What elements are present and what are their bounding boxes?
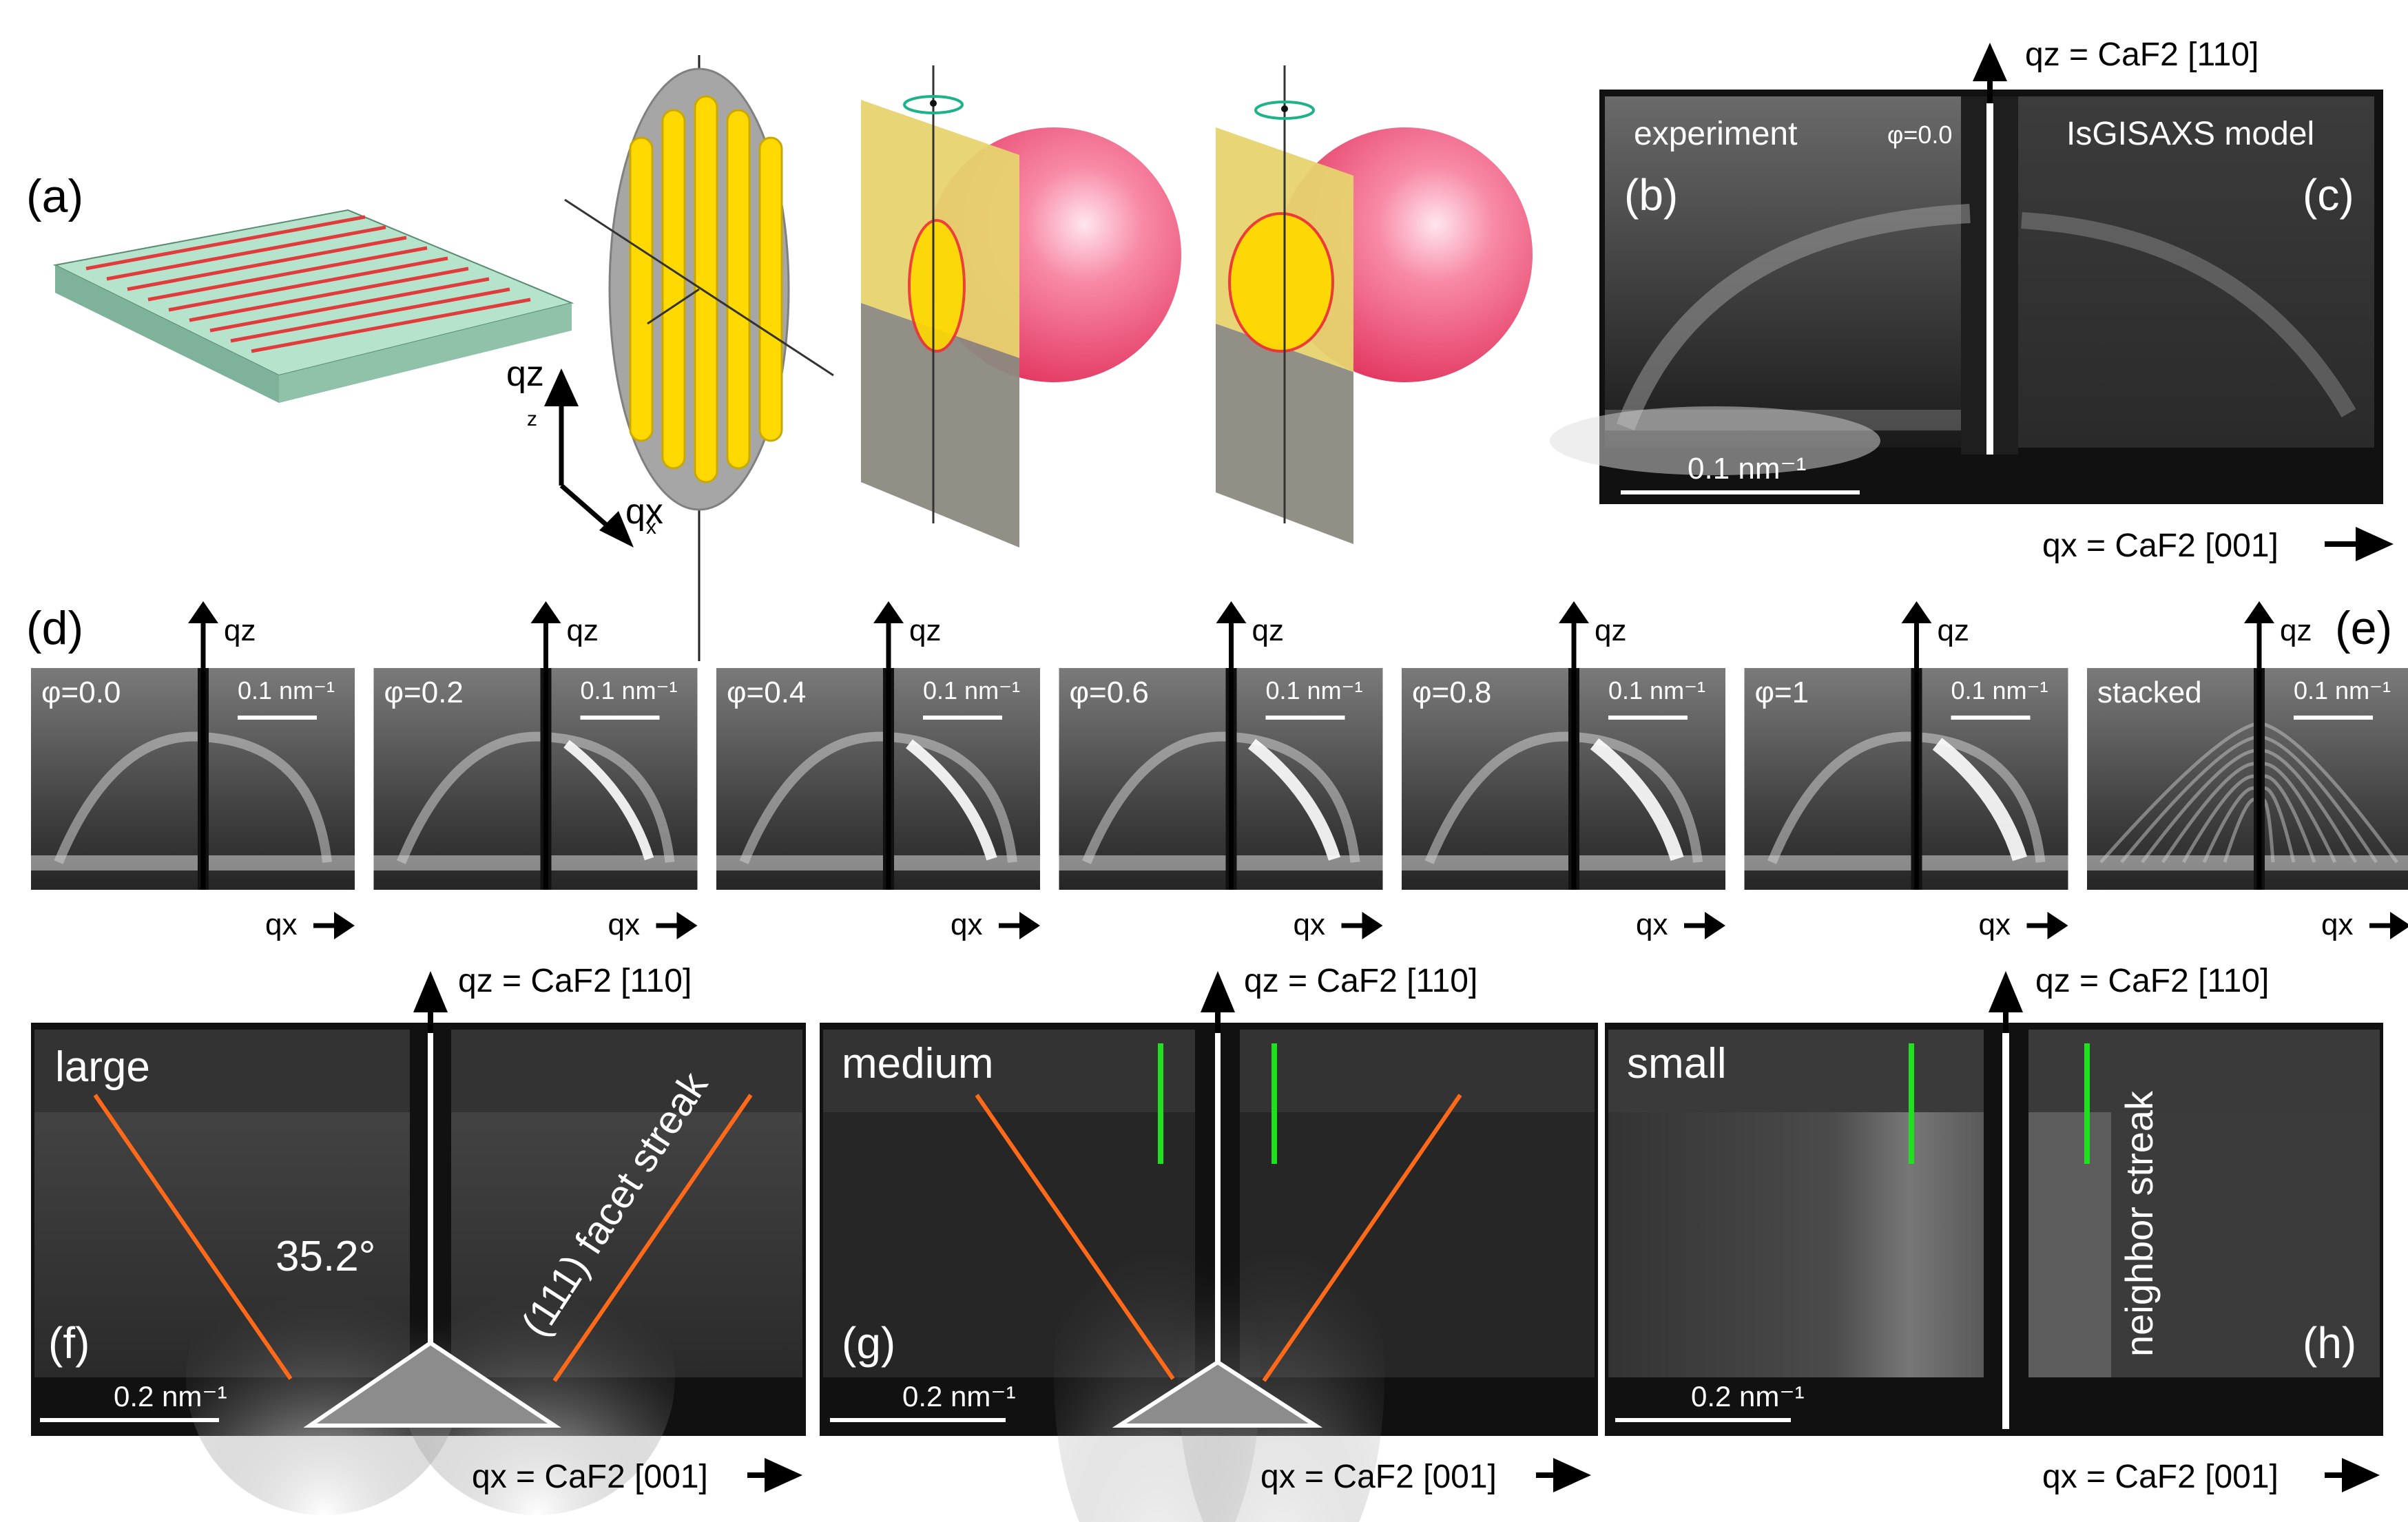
bc-qx-axis: qx = CaF2 [001]: [2042, 528, 2279, 564]
frame-qx-label: qx: [1979, 908, 2011, 941]
frame-qx-label: qx: [1294, 908, 1325, 941]
frame-scale: 0.1 nm⁻¹: [1266, 676, 1363, 705]
phi-frame: qz φ=0.8 0.1 nm⁻¹ qx: [1402, 601, 1725, 941]
frame-qz-label: qz: [1595, 614, 1626, 647]
frame-qz-label: qz: [2280, 614, 2312, 647]
g-qz-axis: qz = CaF2 [110]: [1244, 963, 1477, 999]
ewald-sphere-1: [861, 65, 1181, 548]
frame-qz-label: qz: [1252, 614, 1284, 647]
frame-phi-label: stacked: [2097, 676, 2202, 709]
panel-bc: qz = CaF2 [110] experiment φ=0.0 IsGISAX…: [1550, 37, 2394, 564]
bc-qz-axis: qz = CaF2 [110]: [2025, 37, 2259, 73]
size-small-label: small: [1627, 1040, 1727, 1087]
h-qz-axis: qz = CaF2 [110]: [2035, 963, 2269, 999]
phi-frame: qz stacked 0.1 nm⁻¹ qx: [2087, 601, 2408, 941]
panel-label-b: (b): [1624, 170, 1678, 220]
g-scale: 0.2 nm⁻¹: [902, 1380, 1016, 1412]
phi-frame: qz φ=0.6 0.1 nm⁻¹ qx: [1059, 601, 1383, 941]
reciprocal-rods-ellipse: [564, 55, 834, 661]
ewald-sphere-2: [1216, 65, 1533, 544]
frame-scale: 0.1 nm⁻¹: [581, 676, 678, 705]
frame-scale: 0.1 nm⁻¹: [2294, 676, 2391, 705]
f-qz-axis: qz = CaF2 [110]: [458, 963, 692, 999]
frame-scale: 0.1 nm⁻¹: [238, 676, 335, 705]
phi-frame: qz φ=0.0 0.1 nm⁻¹ qx: [31, 601, 355, 941]
panel-label-g: (g): [842, 1318, 895, 1368]
frame-qx-label: qx: [2321, 908, 2353, 941]
angle-label: 35.2°: [276, 1233, 375, 1280]
svg-text:z: z: [527, 408, 537, 430]
h-scale: 0.2 nm⁻¹: [1691, 1380, 1805, 1412]
size-large-label: large: [55, 1043, 150, 1091]
frame-phi-label: φ=0.0: [41, 676, 121, 709]
panel-label-c: (c): [2303, 170, 2354, 220]
phi-frame: qz φ=1 0.1 nm⁻¹ qx: [1744, 601, 2068, 941]
bc-experiment-label: experiment: [1634, 116, 1797, 152]
panel-label-a: (a): [26, 170, 83, 222]
panel-label-f: (f): [48, 1318, 90, 1368]
frame-scale: 0.1 nm⁻¹: [1608, 676, 1705, 705]
g-qx-axis: qx = CaF2 [001]: [1260, 1459, 1497, 1495]
h-qx-axis: qx = CaF2 [001]: [2042, 1459, 2279, 1495]
schematic-axes: qz z qx x: [506, 354, 663, 548]
frame-qx-label: qx: [951, 908, 982, 941]
bottom-panels: large 35.2° (111) facet streak (f) 0.2 n…: [31, 963, 2383, 1522]
size-medium-label: medium: [842, 1040, 994, 1087]
frame-qx-label: qx: [1636, 908, 1668, 941]
frame-qz-label: qz: [909, 614, 941, 647]
neighbor-streak-label: neighbor streak: [2117, 1090, 2161, 1357]
phi-frame: qz φ=0.2 0.1 nm⁻¹ qx: [373, 601, 698, 941]
frame-phi-label: φ=0.6: [1070, 676, 1149, 709]
frame-scale: 0.1 nm⁻¹: [923, 676, 1020, 705]
frame-phi-label: φ=0.2: [384, 676, 464, 709]
phi-series-frames: qz φ=0.0 0.1 nm⁻¹ qx qz φ=0.2 0.1 nm⁻¹ qx qz φ=0.…: [31, 601, 2408, 941]
panel-label-e: (e): [2335, 602, 2392, 654]
bc-model-label: IsGISAXS model: [2066, 116, 2314, 152]
frame-qz-label: qz: [567, 614, 599, 647]
schematic-qx-label: qx: [625, 492, 663, 532]
schematic-qz-label: qz: [506, 354, 544, 394]
frame-phi-label: φ=0.8: [1412, 676, 1491, 709]
frame-phi-label: φ=0.4: [727, 676, 806, 709]
panel-label-h: (h): [2303, 1318, 2356, 1368]
panel-label-d: (d): [26, 602, 83, 654]
bc-phi-label: φ=0.0: [1887, 121, 1952, 149]
frame-scale: 0.1 nm⁻¹: [1951, 676, 2048, 705]
frame-qx-label: qx: [265, 908, 297, 941]
f-scale: 0.2 nm⁻¹: [114, 1380, 227, 1412]
frame-qx-label: qx: [608, 908, 640, 941]
svg-text:x: x: [646, 516, 656, 539]
frame-qz-label: qz: [224, 614, 256, 647]
bc-scale: 0.1 nm⁻¹: [1688, 452, 1806, 486]
frame-qz-label: qz: [1938, 614, 1969, 647]
substrate-stripes: [85, 215, 531, 353]
frame-phi-label: φ=1: [1755, 676, 1809, 709]
f-qx-axis: qx = CaF2 [001]: [472, 1459, 708, 1495]
phi-frame: qz φ=0.4 0.1 nm⁻¹ qx: [716, 601, 1040, 941]
